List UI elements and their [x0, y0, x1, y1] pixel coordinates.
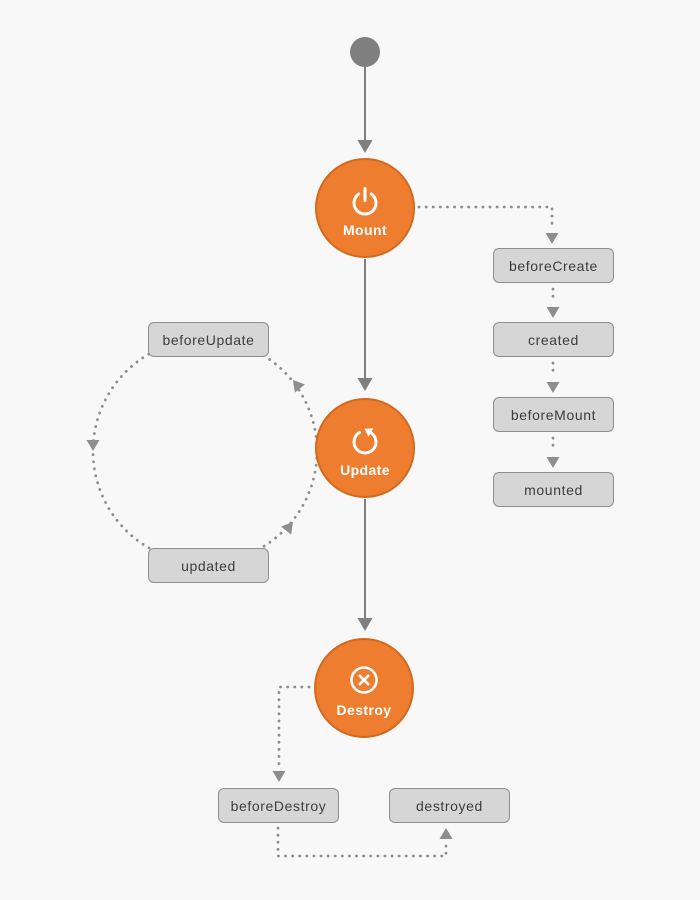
update-loop-connector — [86, 337, 319, 565]
hook-beforeupdate: beforeUpdate — [148, 322, 269, 357]
hook-created: created — [493, 322, 614, 357]
node-mount: Mount — [315, 158, 415, 258]
destroy-to-beforedestroy-connector — [272, 685, 311, 782]
hook-beforemount: beforeMount — [493, 397, 614, 432]
created-to-beforemount-connector — [546, 361, 560, 393]
start-to-mount-arrow — [357, 67, 373, 153]
beforemount-to-mounted-connector — [546, 436, 560, 468]
loop-arrow-to-beforeupdate — [293, 380, 305, 393]
node-mount-label: Mount — [343, 221, 387, 238]
mount-to-beforecreate-connector — [417, 205, 559, 244]
hook-destroyed: destroyed — [389, 788, 510, 823]
hook-beforecreate: beforeCreate — [493, 248, 614, 283]
beforecreate-to-created-connector — [546, 287, 560, 318]
cancel-icon — [350, 665, 378, 694]
hook-mounted: mounted — [493, 472, 614, 507]
node-update-label: Update — [340, 461, 390, 478]
mount-to-update-arrow — [357, 259, 373, 391]
hook-beforedestroy: beforeDestroy — [218, 788, 339, 823]
loop-arrow-to-update — [281, 522, 293, 535]
beforedestroy-to-destroyed-connector — [276, 826, 453, 858]
loop-arrow-to-updated — [86, 440, 100, 451]
node-destroy-label: Destroy — [336, 701, 392, 718]
node-update: Update — [315, 398, 415, 498]
power-icon — [352, 186, 378, 215]
start-dot — [350, 37, 380, 67]
refresh-icon — [352, 427, 378, 454]
update-to-destroy-arrow — [357, 499, 373, 631]
node-destroy: Destroy — [314, 638, 414, 738]
hook-updated: updated — [148, 548, 269, 583]
